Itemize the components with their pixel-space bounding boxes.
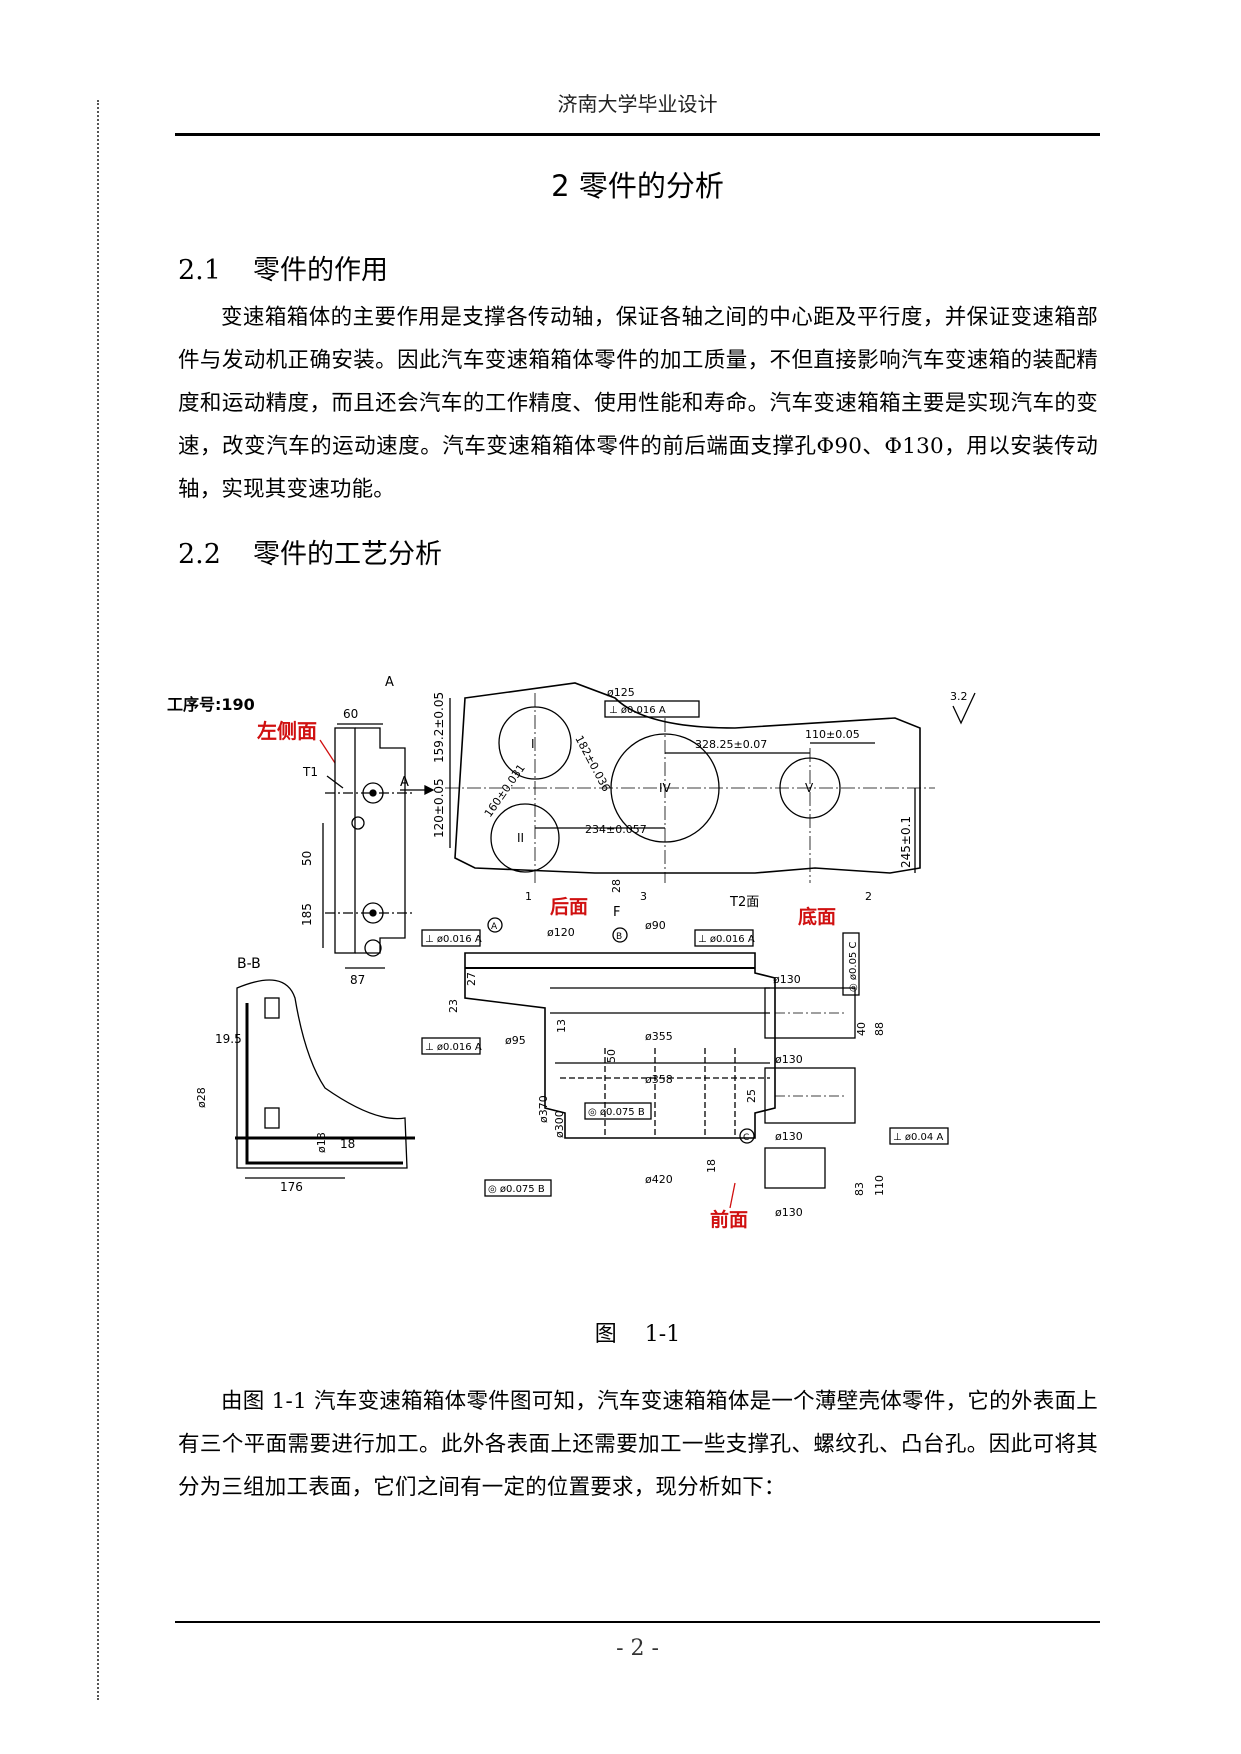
dim-88: 88 — [873, 1022, 886, 1036]
dim-phi300: ø300 — [553, 1110, 566, 1138]
arrow-f-label: F — [613, 905, 620, 920]
dim-110: 110 — [873, 1175, 886, 1196]
datum-a-marker: A — [491, 922, 498, 932]
dim-phi125: ø125 — [607, 686, 635, 699]
dim-328: 328.25±0.07 — [695, 738, 767, 751]
dim-phi130-1: ø130 — [773, 973, 801, 986]
dim-23: 23 — [447, 999, 460, 1013]
tol-coaxial-005-c: ◎ ø0.05 C — [848, 942, 859, 992]
dim-phi130-3: ø130 — [775, 1130, 803, 1143]
arrow-a-label: A — [400, 775, 409, 790]
paragraph-figure-analysis: 由图 1-1 汽车变速箱箱体零件图可知，汽车变速箱箱体是一个薄壁壳体零件，它的外… — [178, 1389, 1098, 1500]
caption-number: 1-1 — [644, 1322, 681, 1347]
tol-perp-004-a: ⊥ ø0.04 A — [893, 1132, 943, 1143]
t2-face-label: T2面 — [729, 895, 759, 910]
dim-13: 13 — [555, 1019, 568, 1033]
dim-185: 185 — [300, 903, 314, 926]
roman-i: I — [531, 737, 535, 751]
view-a-label: A — [385, 675, 394, 690]
dim-182: 182±0.036 — [572, 733, 612, 794]
dim-120-005: 120±0.05 — [432, 778, 446, 838]
dim-phi18: ø18 — [315, 1132, 328, 1153]
dim-176: 176 — [280, 1180, 303, 1194]
dim-83: 83 — [853, 1182, 866, 1196]
tol-perp-0016-top: ⊥ ø0.016 A — [609, 705, 666, 716]
tol-perp-0016-left: ⊥ ø0.016 A — [425, 934, 482, 945]
rear-face-label: 后面 — [550, 896, 588, 918]
running-header: 济南大学毕业设计 — [557, 92, 718, 116]
section-title: 零件的工艺分析 — [253, 539, 442, 570]
caption-prefix: 图 — [594, 1322, 617, 1347]
dim-phi358: ø358 — [645, 1073, 673, 1086]
dim-110-005: 110±0.05 — [805, 728, 860, 741]
section-number: 2.2 — [178, 539, 221, 570]
dim-2: 2 — [865, 890, 872, 903]
section-view-b-b: B-B 19.5 ø28 ø18 176 18 — [195, 956, 415, 1194]
tol-perp-0016-mid: ⊥ ø0.016 A — [425, 1042, 482, 1053]
engineering-drawing: A 工序号:190 左侧面 T1 60 50 185 87 B-B — [167, 675, 976, 1231]
dim-phi90: ø90 — [645, 919, 666, 932]
section-bb-label: B-B — [237, 956, 261, 972]
dim-phi130-2: ø130 — [775, 1053, 803, 1066]
tol-coaxial-0075-bottom: ◎ ø0.075 B — [488, 1184, 545, 1195]
side-view-a: A 工序号:190 左侧面 T1 60 50 185 87 — [167, 675, 415, 987]
dim-1: 1 — [525, 890, 532, 903]
dim-phi420: ø420 — [645, 1173, 673, 1186]
dim-25: 25 — [745, 1089, 758, 1103]
dim-87: 87 — [350, 973, 365, 987]
datum-c-marker: C — [743, 1133, 749, 1143]
figure-1-1-drawing: A 工序号:190 左侧面 T1 60 50 185 87 B-B — [167, 668, 1105, 1298]
paragraph-part-function: 变速箱箱体的主要作用是支撑各传动轴，保证各轴之间的中心距及平行度，并保证变速箱部… — [178, 305, 1098, 502]
header-rule — [175, 133, 1100, 136]
dim-phi370: ø370 — [537, 1095, 550, 1123]
footer-rule — [175, 1621, 1100, 1623]
binding-margin-line — [97, 100, 99, 1700]
dim-19-5: 19.5 — [215, 1032, 242, 1046]
roman-ii: II — [517, 831, 524, 845]
dim-phi120: ø120 — [547, 926, 575, 939]
roughness-value: 3.2 — [950, 690, 968, 703]
dim-50: 50 — [300, 851, 314, 866]
dim-18b: 18 — [705, 1159, 718, 1173]
dim-phi355: ø355 — [645, 1030, 673, 1043]
left-side-face-label: 左侧面 — [257, 719, 317, 743]
t1-label: T1 — [302, 765, 318, 779]
dim-18: 18 — [340, 1137, 355, 1151]
section-number: 2.1 — [178, 255, 221, 286]
dim-3: 3 — [640, 890, 647, 903]
dim-50b: 50 — [605, 1049, 618, 1063]
section-plan-view: ⊥ ø0.016 A A ø120 B ø90 ⊥ ø0.016 A — [421, 879, 949, 1231]
page-number: - 2 - — [616, 1636, 659, 1661]
datum-b-marker: B — [616, 932, 622, 942]
dim-234: 234±0.057 — [585, 823, 647, 836]
figure-caption: 图 1-1 — [175, 1316, 1100, 1348]
process-number-label: 工序号:190 — [167, 695, 255, 714]
front-face-label: 前面 — [710, 1208, 748, 1231]
dim-phi28: ø28 — [195, 1087, 208, 1108]
dim-40: 40 — [855, 1022, 868, 1036]
tol-coaxial-0075-mid: ◎ ø0.075 B — [588, 1107, 645, 1118]
section-heading-2-2: 2.2 零件的工艺分析 — [178, 532, 442, 571]
dim-159: 159.2±0.05 — [432, 692, 446, 763]
dim-phi130-4: ø130 — [775, 1206, 803, 1219]
dim-245: 245±0.1 — [899, 816, 913, 868]
chapter-title: 2 零件的分析 — [551, 169, 724, 203]
dim-28: 28 — [610, 879, 623, 893]
tol-perp-0016-right: ⊥ ø0.016 A — [698, 934, 755, 945]
section-heading-2-1: 2.1 零件的作用 — [178, 248, 388, 287]
dim-phi95: ø95 — [505, 1034, 526, 1047]
section-title: 零件的作用 — [253, 255, 388, 286]
front-view: I II IV V A 120±0.05 159.2±0.05 ø125 ⊥ ø… — [400, 682, 976, 928]
dim-60: 60 — [343, 707, 358, 721]
dim-27: 27 — [465, 972, 478, 986]
bottom-face-label: 底面 — [798, 905, 836, 928]
